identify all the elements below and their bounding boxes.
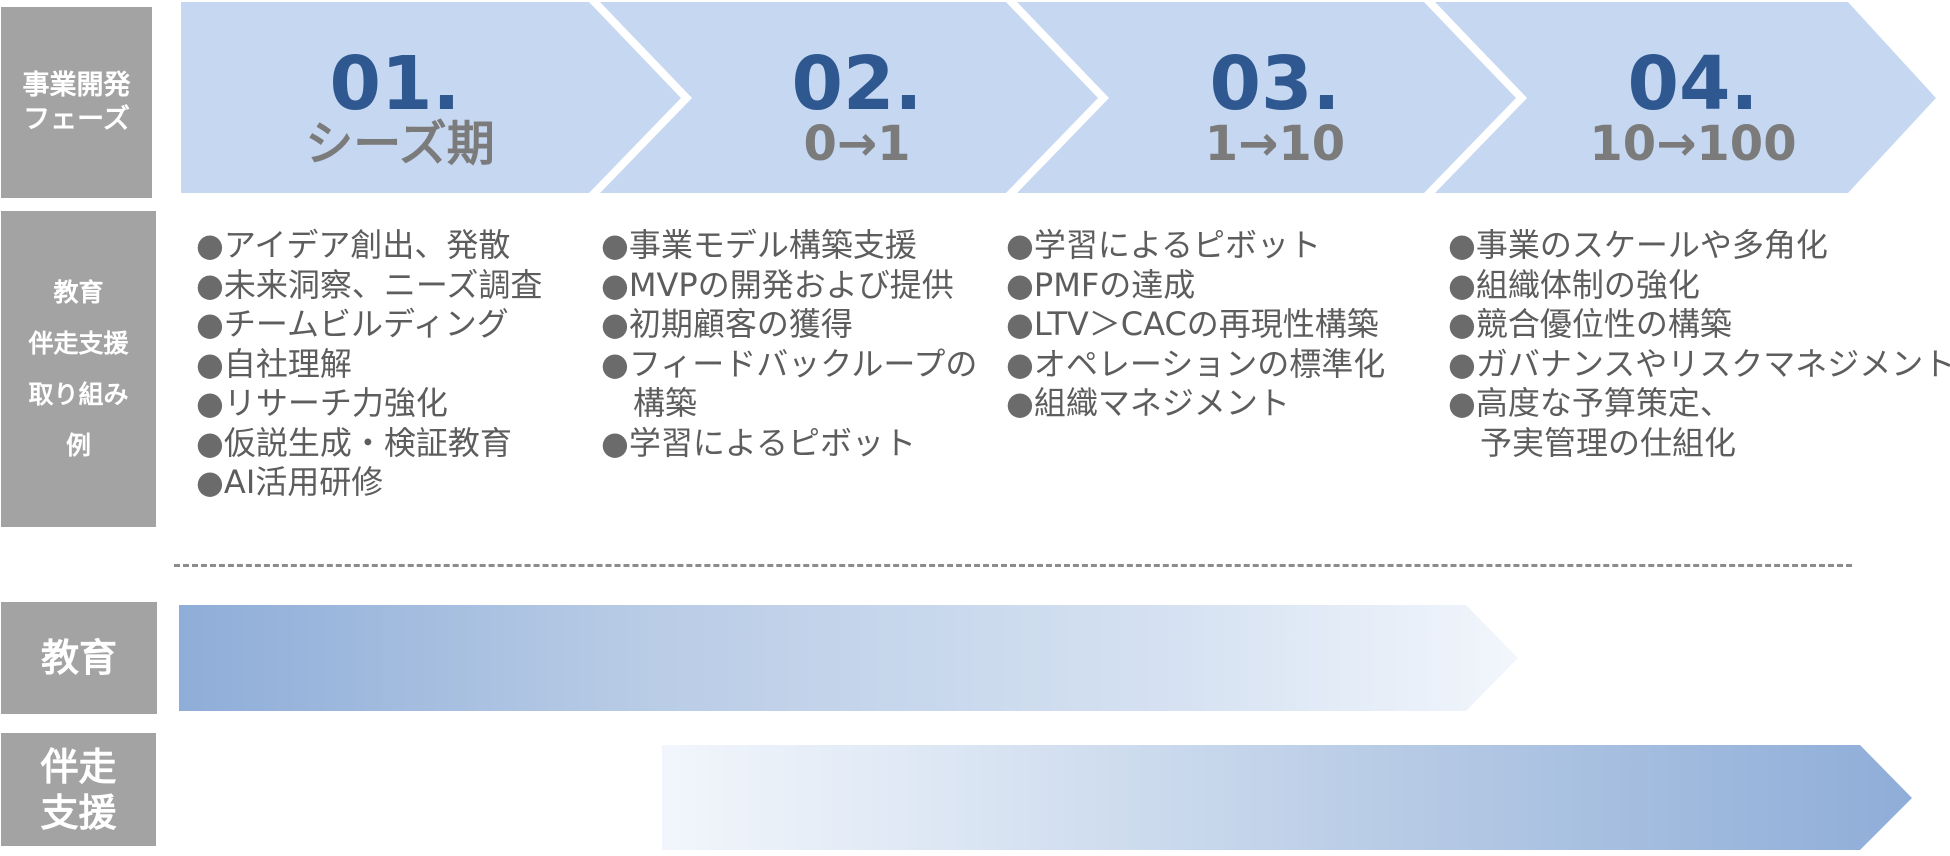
- example-item: LTV＞CACの再現性構築: [1006, 305, 1385, 345]
- dashed-divider: [174, 564, 1852, 567]
- phase-number: 04.: [1627, 41, 1759, 127]
- example-item: 仮説生成・検証教育: [196, 424, 542, 464]
- support-label-line: 教育: [53, 278, 104, 307]
- example-item: AI活用研修: [196, 463, 542, 503]
- example-item: 事業のスケールや多角化: [1448, 226, 1950, 266]
- example-item: オペレーションの標準化: [1006, 345, 1385, 385]
- phase-chevron-3: [1017, 2, 1516, 193]
- phase-subtitle: 1→10: [1204, 116, 1346, 172]
- example-item-continuation: 予実管理の仕組化: [1480, 423, 1737, 462]
- support-label-line: 伴走支援: [28, 329, 129, 358]
- accompaniment-label-line: 伴走: [40, 744, 117, 789]
- phase-chevron-2: [600, 2, 1098, 193]
- example-item: アイデア創出、発散: [196, 226, 542, 266]
- phase-chevron-4: [1435, 2, 1936, 193]
- phase-row-label: 事業開発 フェーズ: [1, 7, 152, 198]
- phase-1-examples: アイデア創出、発散 未来洞察、ニーズ調査 チームビルディング 自社理解 リサーチ…: [196, 226, 542, 503]
- example-item-continuation: 構築: [633, 384, 698, 422]
- support-label-line: 例: [65, 431, 91, 460]
- phase-chevron-row: [181, 2, 1936, 193]
- example-item: チームビルディング: [196, 305, 542, 345]
- example-item: 自社理解: [196, 345, 542, 385]
- example-item: 未来洞察、ニーズ調査: [196, 266, 542, 306]
- example-item: 事業モデル構築支援: [601, 226, 977, 266]
- example-item: 高度な予算策定、: [1448, 384, 1950, 424]
- phase-2-examples: 事業モデル構築支援 MVPの開発および提供 初期顧客の獲得 フィードバックループ…: [601, 226, 977, 463]
- phase-label-line: 事業開発: [22, 69, 131, 101]
- phase-3-examples: 学習によるピボット PMFの達成 LTV＞CACの再現性構築 オペレーションの標…: [1006, 226, 1385, 424]
- example-item: PMFの達成: [1006, 266, 1385, 306]
- phase-number: 03.: [1209, 41, 1341, 127]
- example-item: 初期顧客の獲得: [601, 305, 977, 345]
- support-examples-row-label: 教育 伴走支援 取り組み 例: [1, 211, 156, 527]
- phase-4-examples: 事業のスケールや多角化 組織体制の強化 競合優位性の構築 ガバナンスやリスクマネ…: [1448, 226, 1950, 463]
- example-item: MVPの開発および提供: [601, 266, 977, 306]
- example-item: 組織マネジメント: [1006, 384, 1385, 424]
- example-item: 学習によるピボット: [1006, 226, 1385, 266]
- phase-number: 01.: [329, 41, 461, 127]
- education-row-label: 教育: [1, 602, 157, 714]
- phase-subtitle: 0→1: [803, 116, 911, 172]
- education-arrow: [179, 605, 1518, 711]
- example-item: 学習によるピボット: [601, 424, 977, 464]
- phase-subtitle: シーズ期: [305, 116, 495, 172]
- phase-chevron-1: [181, 2, 681, 193]
- example-item: ガバナンスやリスクマネジメント: [1448, 345, 1950, 385]
- accompaniment-label-line: 支援: [40, 790, 117, 835]
- phase-label-line: フェーズ: [23, 103, 130, 135]
- accompaniment-row-label: 伴走 支援: [1, 733, 156, 846]
- education-label-line: 教育: [40, 636, 117, 680]
- example-item: 競合優位性の構築: [1448, 305, 1950, 345]
- phase-subtitle: 10→100: [1589, 116, 1797, 172]
- phase-number: 02.: [791, 41, 923, 127]
- accompaniment-arrow: [662, 745, 1912, 850]
- example-item: フィードバックループの: [601, 345, 977, 385]
- support-label-line: 取り組み: [28, 380, 129, 409]
- example-item: 組織体制の強化: [1448, 266, 1950, 306]
- example-item: リサーチ力強化: [196, 384, 542, 424]
